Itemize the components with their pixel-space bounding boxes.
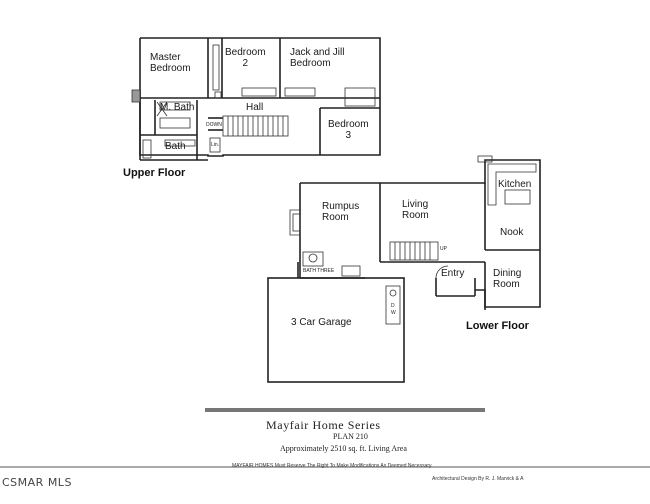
footer-disclaimer: MAYFAIR HOMES Must Reserve The Right To … <box>232 463 433 469</box>
room-label-entry: Entry <box>441 268 465 279</box>
room-label-nook: Nook <box>500 227 524 238</box>
room-label-bedroom-3: Bedroom 3 <box>328 119 369 141</box>
kitchen-counter <box>487 163 537 206</box>
washer-dryer-mark: D W <box>391 303 396 316</box>
lower-stair <box>389 241 439 261</box>
room-label-living-room: Living Room <box>402 199 429 221</box>
room-label-dining-room: Dining Room <box>493 268 522 290</box>
bath-three-mark: BATH THREE <box>303 268 335 274</box>
room-label-hall: Hall <box>246 102 264 113</box>
stair-down-mark: DOWN <box>206 122 222 128</box>
room-label-bedroom-2: Bedroom 2 <box>225 47 266 69</box>
chimney-upper <box>131 89 141 103</box>
upper-floor-outline <box>139 37 381 157</box>
lower-floor-title: Lower Floor <box>466 320 529 332</box>
room-label-rumpus-room: Rumpus Room <box>322 201 360 223</box>
caption-top-rule <box>205 408 485 412</box>
upper-floor-title: Upper Floor <box>123 167 186 179</box>
upper-stair <box>222 115 289 137</box>
room-label-bath: Bath <box>165 141 186 152</box>
room-label-garage: 3 Car Garage <box>291 317 352 328</box>
mls-watermark: CSMAR MLS <box>2 476 72 489</box>
linen-mark: Lin. <box>211 142 220 148</box>
room-label-master-bedroom: Master Bedroom <box>150 52 191 74</box>
room-label-jack-and-jill: Jack and Jill Bedroom <box>290 47 345 69</box>
garage-outline <box>267 277 405 383</box>
caption-series: Mayfair Home Series <box>266 418 381 432</box>
caption-area: Approximately 2510 sq. ft. Living Area <box>280 444 407 453</box>
fireplace <box>289 209 300 236</box>
footer-design-credit: Architectural Design By R. J. Marvick & … <box>432 476 524 482</box>
room-label-kitchen: Kitchen <box>498 179 532 190</box>
caption-plan: PLAN 210 <box>333 432 368 441</box>
room-label-m-bath: M. Bath <box>160 102 195 113</box>
stair-up-mark: UP <box>440 246 447 252</box>
